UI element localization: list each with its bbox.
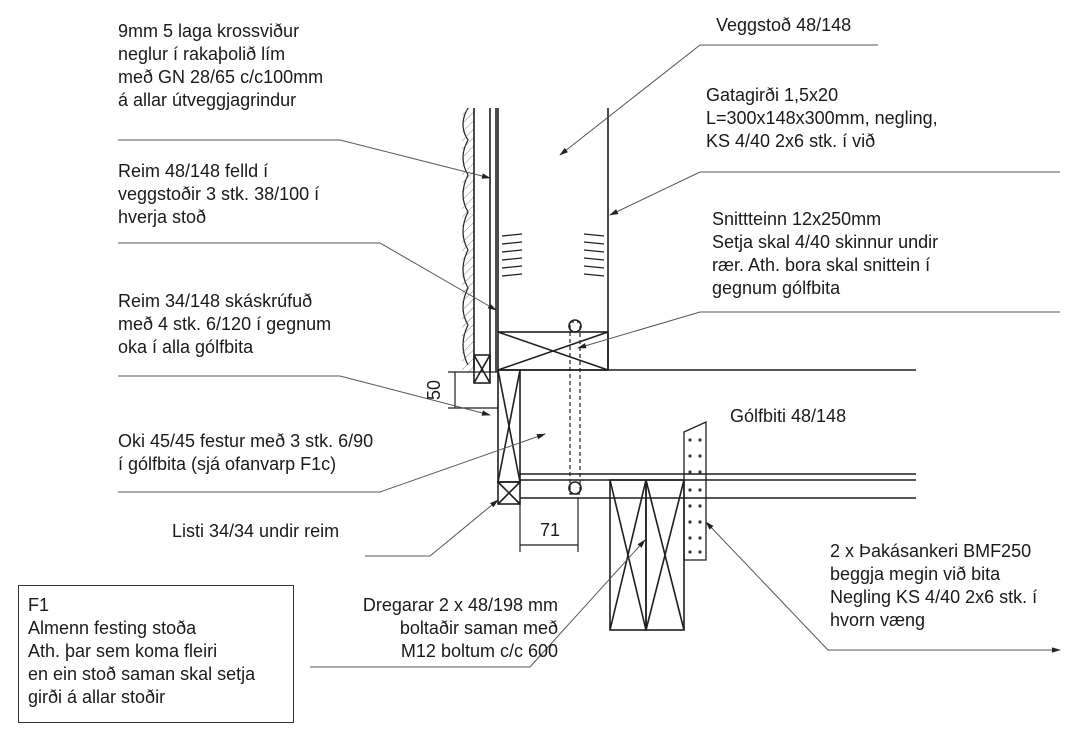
cladding-hatch xyxy=(462,108,474,373)
title-box: F1 Almenn festing stoða Ath. þar sem kom… xyxy=(18,585,294,723)
title-line: girði á allar stoðir xyxy=(28,687,166,707)
title-line: en ein stoð saman skal setja xyxy=(28,664,256,684)
label-hanger: Gatagirði 1,5x20 L=300x148x300mm, neglin… xyxy=(706,85,938,151)
label-strap2: Reim 34/148 skáskrúfuð með 4 stk. 6/120 … xyxy=(118,291,332,357)
anchor-holes xyxy=(688,438,702,554)
label-rod: Snittteinn 12x250mm Setja skal 4/40 skin… xyxy=(712,209,939,298)
label-batten: Listi 34/34 undir reim xyxy=(172,521,340,541)
dimension-71: 71 xyxy=(540,520,561,540)
small-batten xyxy=(473,354,491,384)
title-line: Ath. þar sem koma fleiri xyxy=(28,641,218,661)
leader-plywood xyxy=(118,139,491,179)
label-plywood: 9mm 5 laga krossviður neglur í rakaþolið… xyxy=(118,21,324,110)
leader-beams xyxy=(310,539,646,668)
label-joist: Gólfbiti 48/148 xyxy=(730,406,847,426)
title-code: F1 xyxy=(28,595,50,615)
leader-strap1 xyxy=(118,242,497,311)
leader-strap2 xyxy=(118,375,491,416)
listi xyxy=(497,481,521,505)
anchor-plate xyxy=(683,420,707,561)
leader-anchor-arrow xyxy=(705,521,829,651)
label-strap1: Reim 48/148 felld í veggstoðir 3 stk. 38… xyxy=(118,161,320,227)
leader-rod xyxy=(577,311,1060,349)
rod-nut-top xyxy=(568,319,582,333)
rod-nut-bottom xyxy=(568,481,582,495)
label-beams: Dregarar 2 x 48/198 mm boltaðir saman me… xyxy=(362,595,558,661)
leader-batten xyxy=(365,499,499,557)
label-yoke: Oki 45/45 festur með 3 stk. 6/90 í gólfb… xyxy=(118,431,374,474)
hanger-marks xyxy=(501,233,605,277)
label-stud: Veggstoð 48/148 xyxy=(716,15,852,35)
dimension-50: 50 xyxy=(424,379,444,400)
title-line: Almenn festing stoða xyxy=(28,618,197,638)
label-anchor: 2 x Þakásankeri BMF250 beggja megin við … xyxy=(830,541,1038,630)
leader-yoke xyxy=(118,433,546,493)
leader-stud xyxy=(559,44,878,156)
leader-hanger xyxy=(609,171,1060,216)
